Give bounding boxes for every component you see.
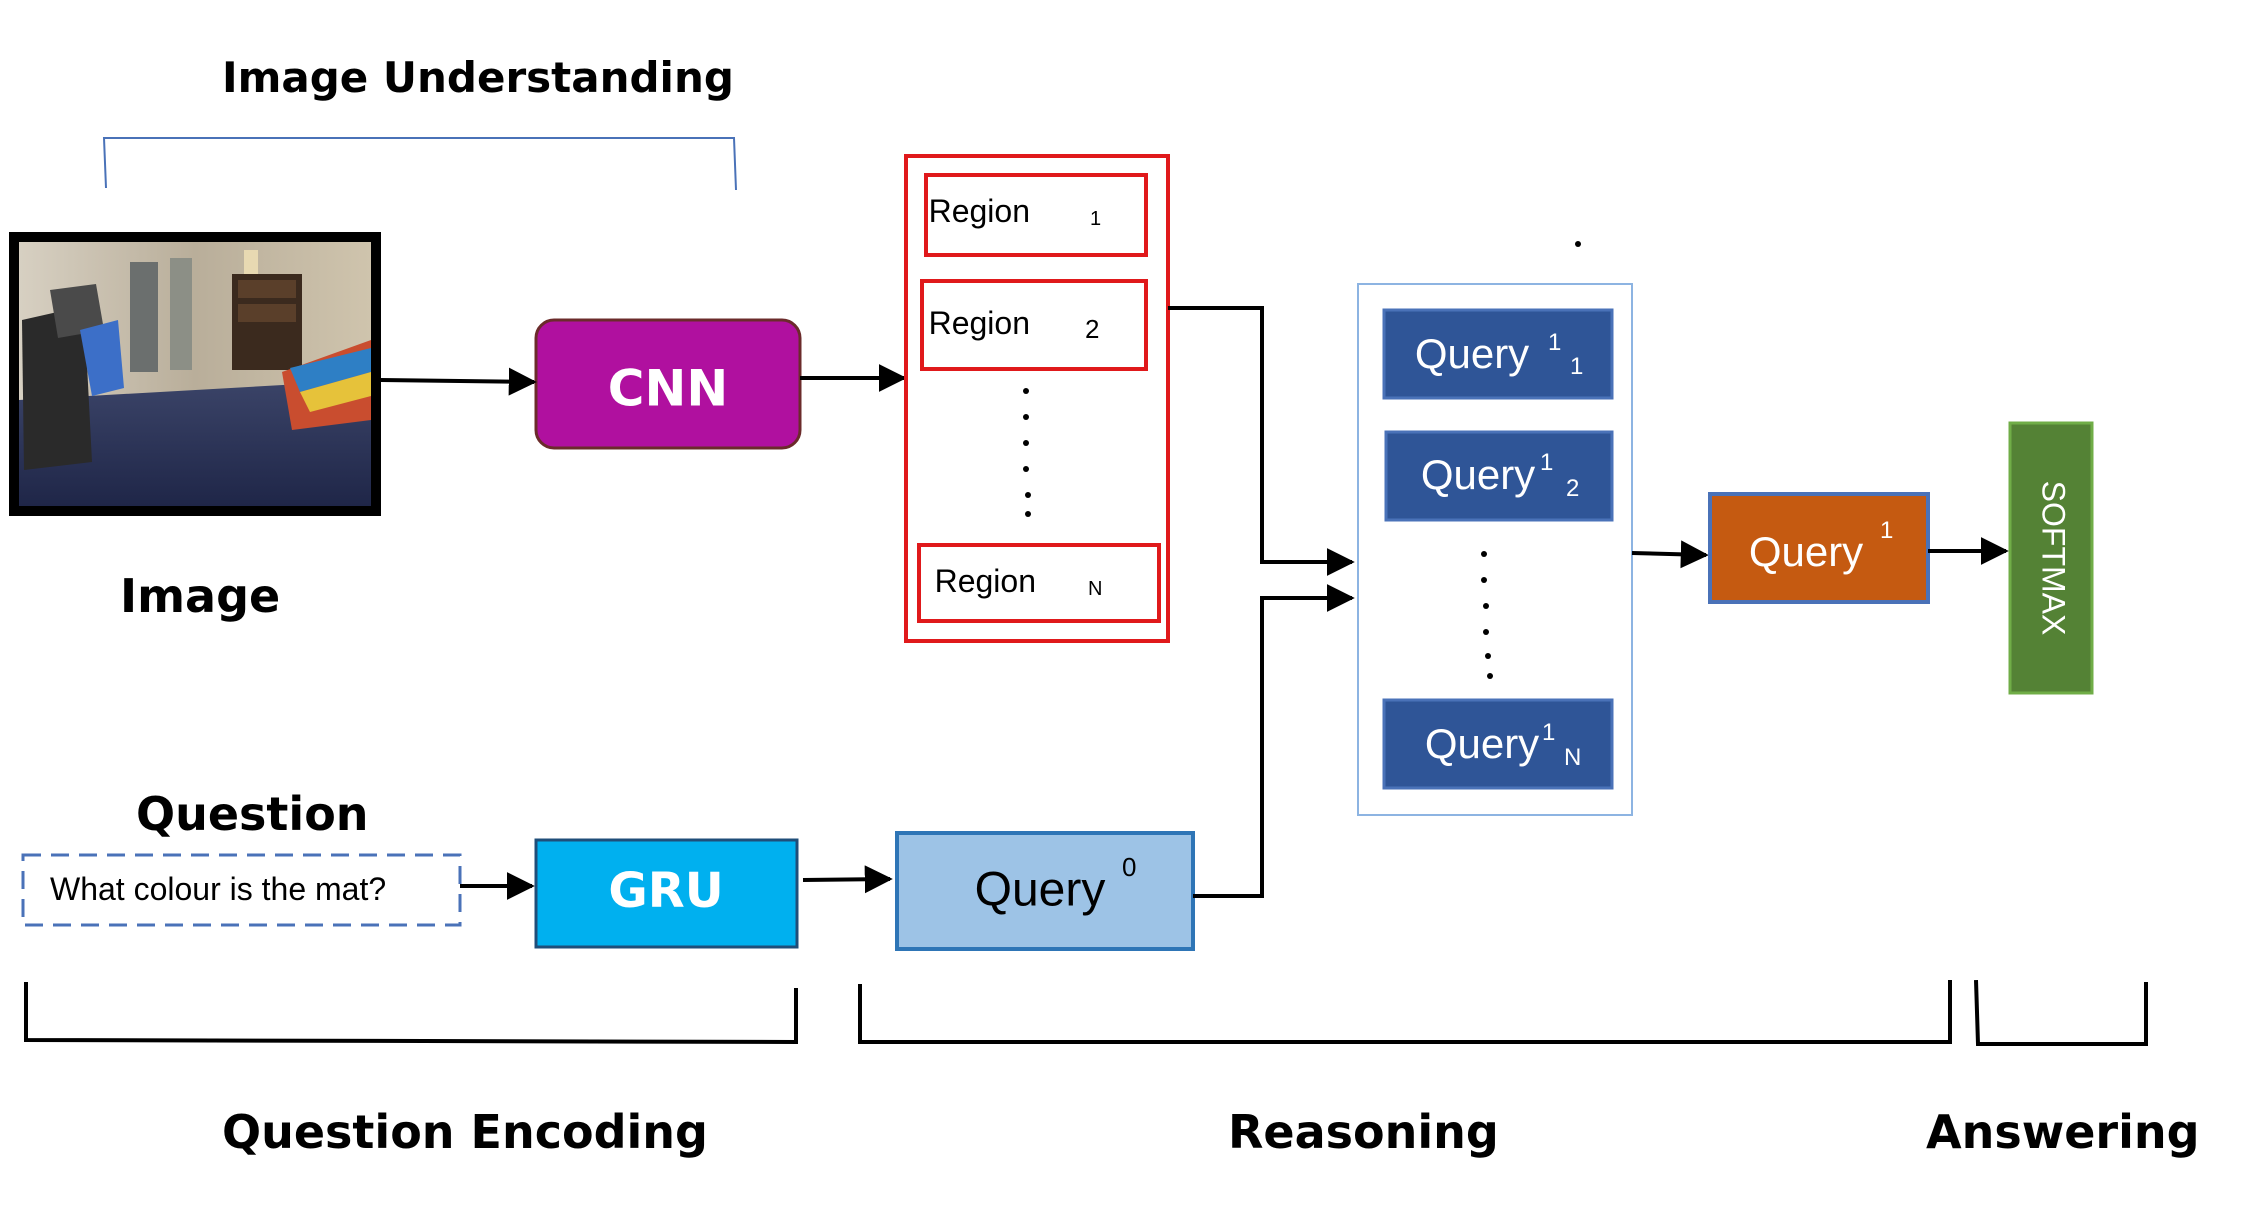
image-understanding-bracket: [102, 137, 737, 191]
image-thumbnail: [9, 232, 381, 516]
arrow-gru-to-query0: [802, 865, 893, 894]
region-dots: [1023, 388, 1031, 517]
query-dots: [1481, 551, 1493, 679]
query-box: Query 1 N: [1382, 698, 1614, 790]
query0-superscript: 0: [1122, 852, 1136, 882]
question-encoding-label: Question Encoding: [222, 1105, 708, 1159]
reasoning-bracket: [858, 980, 1952, 1044]
query-box: Query 1 2: [1384, 430, 1614, 522]
gru-box: [534, 838, 799, 949]
gru-label: GRU: [608, 863, 723, 919]
query-box: Query 1 1: [1382, 308, 1614, 400]
region-box: Region 1: [924, 173, 1148, 257]
query-subscript: 2: [1566, 475, 1579, 502]
region-word: Region: [929, 305, 1030, 341]
region-subscript: N: [1088, 578, 1102, 600]
arrow-regions-to-queries: [1168, 306, 1355, 576]
query-superscript: 1: [1542, 719, 1555, 746]
cnn-label: CNN: [608, 360, 728, 418]
query0-box: Query 0: [895, 831, 1195, 951]
query1-superscript: 1: [1880, 517, 1893, 544]
question-encoding-bracket: [24, 982, 798, 1045]
arrow-image-to-cnn: [380, 367, 537, 396]
query-subscript: N: [1564, 744, 1581, 771]
query-superscript: 1: [1540, 449, 1553, 476]
arrow-query0-to-queries: [1193, 584, 1355, 898]
answering-label: Answering: [1926, 1105, 2200, 1159]
region-box: Region 2: [920, 279, 1148, 371]
query-word: Query: [1415, 330, 1529, 377]
reasoning-label: Reasoning: [1228, 1105, 1499, 1159]
region-subscript: 1: [1090, 208, 1101, 230]
arrow-queries-to-query1: [1631, 540, 1709, 569]
question-input-box: [21, 853, 462, 927]
question-text: What colour is the mat?: [50, 871, 386, 907]
query1-box: Query 1: [1708, 492, 1930, 604]
region-box: Region N: [917, 543, 1161, 623]
region-word: Region: [929, 193, 1030, 229]
stray-dot: [1575, 241, 1581, 247]
region-word: Region: [935, 563, 1036, 599]
question-label: Question: [136, 787, 369, 841]
answering-bracket: [1974, 979, 2148, 1046]
image-label: Image: [120, 569, 280, 623]
query0-word: Query: [975, 864, 1106, 917]
query-superscript: 1: [1548, 329, 1561, 356]
softmax-label: SOFTMAX: [2036, 481, 2072, 636]
query-subscript: 1: [1570, 353, 1583, 380]
query1-word: Query: [1749, 528, 1863, 575]
region-subscript: 2: [1085, 314, 1099, 344]
query-word: Query: [1421, 451, 1535, 498]
query-word: Query: [1425, 720, 1539, 767]
image-understanding-label: Image Understanding: [222, 53, 734, 102]
softmax-box: [2008, 421, 2094, 695]
